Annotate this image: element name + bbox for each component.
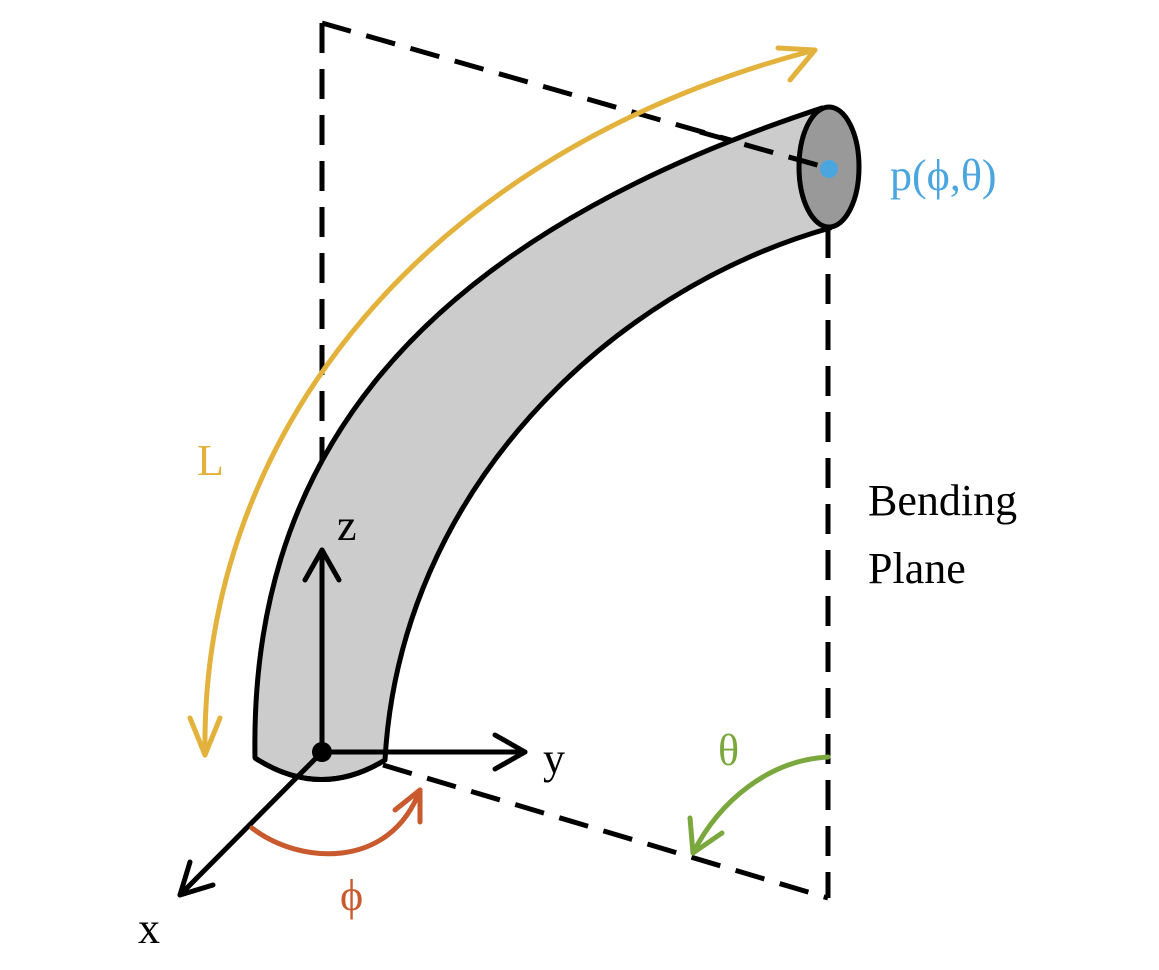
z-axis-label: z [337, 501, 357, 550]
bending-plane-label-line2: Plane [868, 544, 966, 593]
axes [177, 547, 528, 898]
z-axis-arrowhead [302, 547, 342, 583]
plane-top-edge-over-tube [699, 129, 829, 171]
y-axis-label: y [543, 734, 565, 783]
y-axis-arrowhead [492, 732, 528, 772]
theta-arrow [687, 754, 831, 856]
tube-body [252, 105, 833, 782]
tube-base-edge [253, 755, 387, 782]
length-label: L [197, 436, 224, 485]
endpoint-dot [820, 160, 838, 178]
endpoint-label: p(ϕ,θ) [890, 151, 997, 200]
plane-bottom-edge [382, 762, 829, 901]
x-axis-label: x [138, 904, 160, 953]
theta-label: θ [718, 726, 739, 775]
bending-plane-label-line1: Bending [868, 476, 1017, 525]
origin-dot [312, 742, 332, 762]
length-arrow [187, 45, 818, 758]
phi-arrow [249, 787, 423, 857]
phi-label: ϕ [340, 871, 363, 920]
x-axis [177, 749, 325, 898]
x-axis-arrowhead [177, 859, 216, 898]
